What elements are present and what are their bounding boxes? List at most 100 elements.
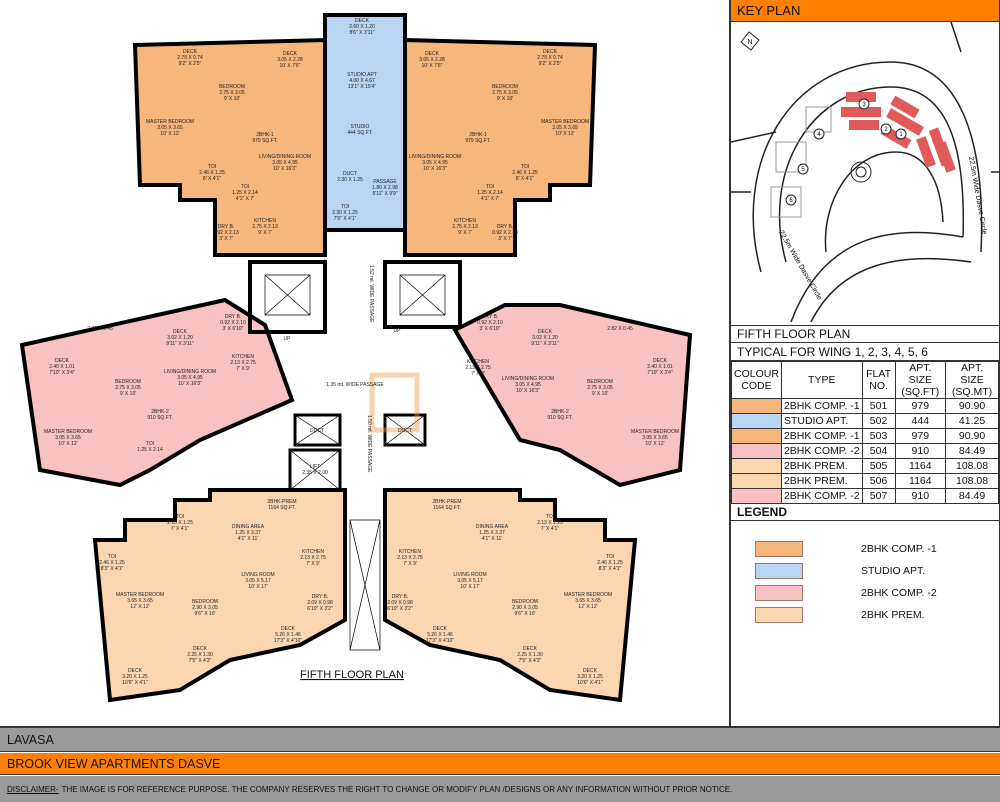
cell-type: 2BHK COMP. -2 xyxy=(780,488,863,504)
room-label-line: 910 SQ.FT. xyxy=(147,415,172,421)
footer: LAVASA BROOK VIEW APARTMENTS DASVE DISCL… xyxy=(0,726,1000,802)
unit-507-2bhk-comp-2[interactable] xyxy=(452,303,693,488)
room-label-line: 10' X 16'3" xyxy=(178,381,202,387)
svg-text:1: 1 xyxy=(899,132,903,138)
room-label-line: 3.20 X 1.25 xyxy=(577,674,603,680)
cell-type: 2BHK COMP. -1 xyxy=(780,398,863,414)
room-label-line: 3' X 7' xyxy=(498,236,512,242)
colour-code-swatch xyxy=(731,443,782,459)
north-arrow-icon: N xyxy=(740,31,760,51)
room-label-line: 10' X 16'3" xyxy=(273,166,297,172)
room-label-line: MASTER BEDROOM xyxy=(541,119,589,125)
cell-sqft: 444 xyxy=(894,413,947,429)
unit-501-2bhk-comp-1[interactable] xyxy=(132,37,327,257)
cell-type: 2BHK COMP. -1 xyxy=(780,428,863,444)
colour-code-swatch xyxy=(731,488,782,504)
room-label-line: TOI xyxy=(521,164,529,170)
room-label-line: 2BHK-PREM xyxy=(432,499,461,505)
passage-label-bottom: 1.50 mt. WIDE PASSAGE xyxy=(366,415,372,473)
room-label-line: 3.05 X 4.95 xyxy=(422,160,448,166)
room-label-line: 10' X 12' xyxy=(58,441,77,447)
room-label-line: 3.05 X 2.28 xyxy=(419,57,445,63)
room-label-line: 3.02 X 1.20 xyxy=(532,335,558,341)
room-label-line: 9'6" X 10' xyxy=(195,611,216,617)
lift[interactable] xyxy=(288,448,342,492)
key-plan-header: KEY PLAN xyxy=(731,0,999,22)
room-label-line: 8'3" X 4'1" xyxy=(599,566,622,572)
room-label-line: DRY B. xyxy=(482,314,499,320)
disclaimer: DISCLAIMER-THE IMAGE IS FOR REFERENCE PU… xyxy=(0,776,1000,802)
room-label-line: TOI xyxy=(486,184,494,190)
room-label-line: 2.75 X 2.13 xyxy=(452,224,478,230)
room-label-line: 3.05 X 3.65 xyxy=(157,125,183,131)
room-label-line: 2.75 X 3.05 xyxy=(219,90,245,96)
room-label-line: 3.05 X 3.65 xyxy=(552,125,578,131)
room-label-line: 3.05 X 4.95 xyxy=(272,160,298,166)
cell-flat: 501 xyxy=(861,398,896,414)
room-label-line: 3.20 X 1.25 xyxy=(122,674,148,680)
room-label-line: 8'6" X 3'11" xyxy=(349,30,374,36)
room-label-line: 10' X 17' xyxy=(460,584,479,590)
room-label-line: 2.75 X 3.05 xyxy=(115,385,141,391)
unit-504-2bhk-comp-2[interactable] xyxy=(19,297,295,488)
room-label-line: LIFT xyxy=(310,464,320,470)
room-label-line: 2.09 X 0.98 xyxy=(387,600,413,606)
colour-code-swatch xyxy=(731,458,782,474)
unit-502-studio[interactable] xyxy=(323,13,407,232)
room-label-line: 0.92 X 2.13 xyxy=(213,230,239,236)
room-label-line: TOI xyxy=(108,554,116,560)
room-label-line: DINING AREA xyxy=(476,524,509,530)
room-label-line: 5.26 X 1.46 xyxy=(427,632,453,638)
room-label-line: 12' X 12' xyxy=(578,604,597,610)
room-label-line: DECK xyxy=(183,49,198,55)
room-label-line: BEDROOM xyxy=(587,379,613,385)
unit-506-2bhk-prem[interactable] xyxy=(383,488,638,703)
room-label-line: 2BHK-2 xyxy=(151,409,169,415)
other-wings xyxy=(770,106,832,218)
room-label-line: 1.25 X 2.14 xyxy=(477,190,503,196)
room-label-line: 3.65 X 3.65 xyxy=(575,598,601,604)
column-header: TYPE xyxy=(780,361,863,399)
room-label-line: 4.00 X 4.67 xyxy=(349,78,375,84)
room-label-line: 4'1" X 7' xyxy=(236,196,254,202)
legend-swatch xyxy=(755,607,803,623)
room-label-line: BEDROOM xyxy=(492,84,518,90)
room-label-line: 3.05 X 5.17 xyxy=(245,578,271,584)
room-label-line: TOI xyxy=(606,554,614,560)
unit-503-2bhk-comp-1[interactable] xyxy=(403,37,598,257)
room-label-line: 2BHK-1 xyxy=(469,132,487,138)
room-label-line: 2.79 X 0.74 xyxy=(177,55,203,61)
room-label-line: 0.92 X 2.13 xyxy=(492,230,518,236)
room-label-line: 2.82 X 0.45 xyxy=(87,326,113,332)
duct xyxy=(383,413,427,447)
colour-code-swatch xyxy=(731,473,782,489)
room-label-line: UP xyxy=(284,336,292,342)
room-label-line: 4'1" X 11' xyxy=(238,536,259,542)
unit-505-2bhk-prem[interactable] xyxy=(92,488,347,703)
wing-number-marker: 3 xyxy=(858,98,870,110)
road-label-left: 22.5m Wide Dasve Circle xyxy=(777,230,823,302)
room-label-line: 2.79 X 0.74 xyxy=(537,55,563,61)
cell-sqmt: 90.90 xyxy=(945,428,999,444)
room-label-line: 12' X 12' xyxy=(130,604,149,610)
room-label-line: MASTER BEDROOM xyxy=(146,119,194,125)
colour-code-swatch xyxy=(731,398,782,414)
room-label-line: 910 SQ.FT. xyxy=(547,415,572,421)
